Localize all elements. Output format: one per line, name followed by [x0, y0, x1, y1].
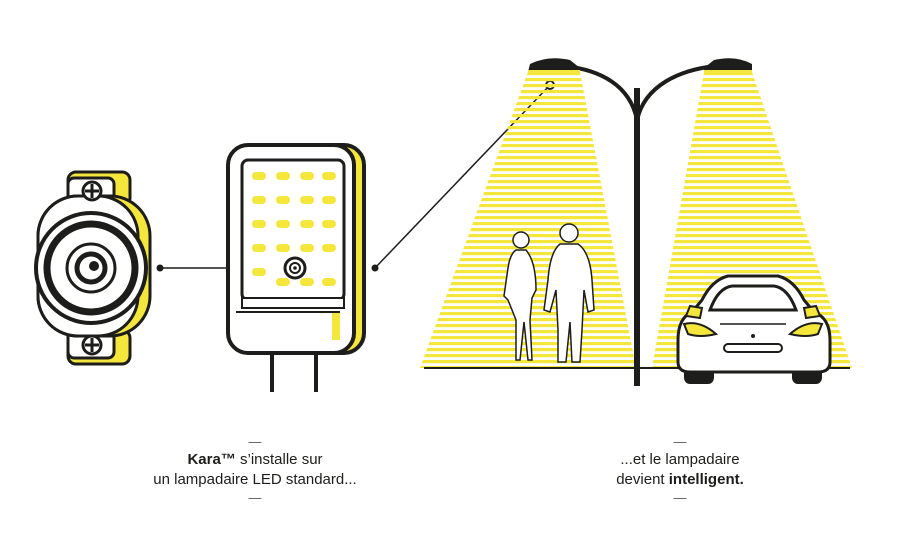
caption-right-dash-top: —: [673, 434, 687, 449]
caption-left-line2: un lampadaire LED standard...: [153, 471, 357, 488]
caption-left-dash-top: —: [248, 434, 262, 449]
caption-left-line1: Kara™ s’installe sur: [90, 450, 420, 470]
caption-right: — ...et le lampadaire devient intelligen…: [530, 434, 830, 506]
caption-left-dash-bottom: —: [248, 490, 262, 505]
caption-left: — Kara™ s’installe sur un lampadaire LED…: [90, 434, 420, 506]
street-lamp-icon: [528, 58, 752, 386]
led-luminaire-icon: [226, 143, 366, 392]
caption-left-line1-rest: s’installe sur: [235, 451, 323, 468]
caption-right-line1: ...et le lampadaire: [620, 451, 740, 468]
brand-name: Kara™: [187, 451, 236, 468]
caption-right-line2: devient intelligent.: [530, 470, 830, 490]
caption-right-line2-prefix: devient: [616, 471, 669, 488]
screw-icon: [81, 180, 103, 356]
caption-right-dash-bottom: —: [673, 490, 687, 505]
caption-right-bold-word: intelligent.: [668, 471, 744, 488]
pedestrians-icon: [503, 223, 595, 363]
sensor-icon: [34, 170, 152, 366]
car-icon: [676, 274, 832, 384]
